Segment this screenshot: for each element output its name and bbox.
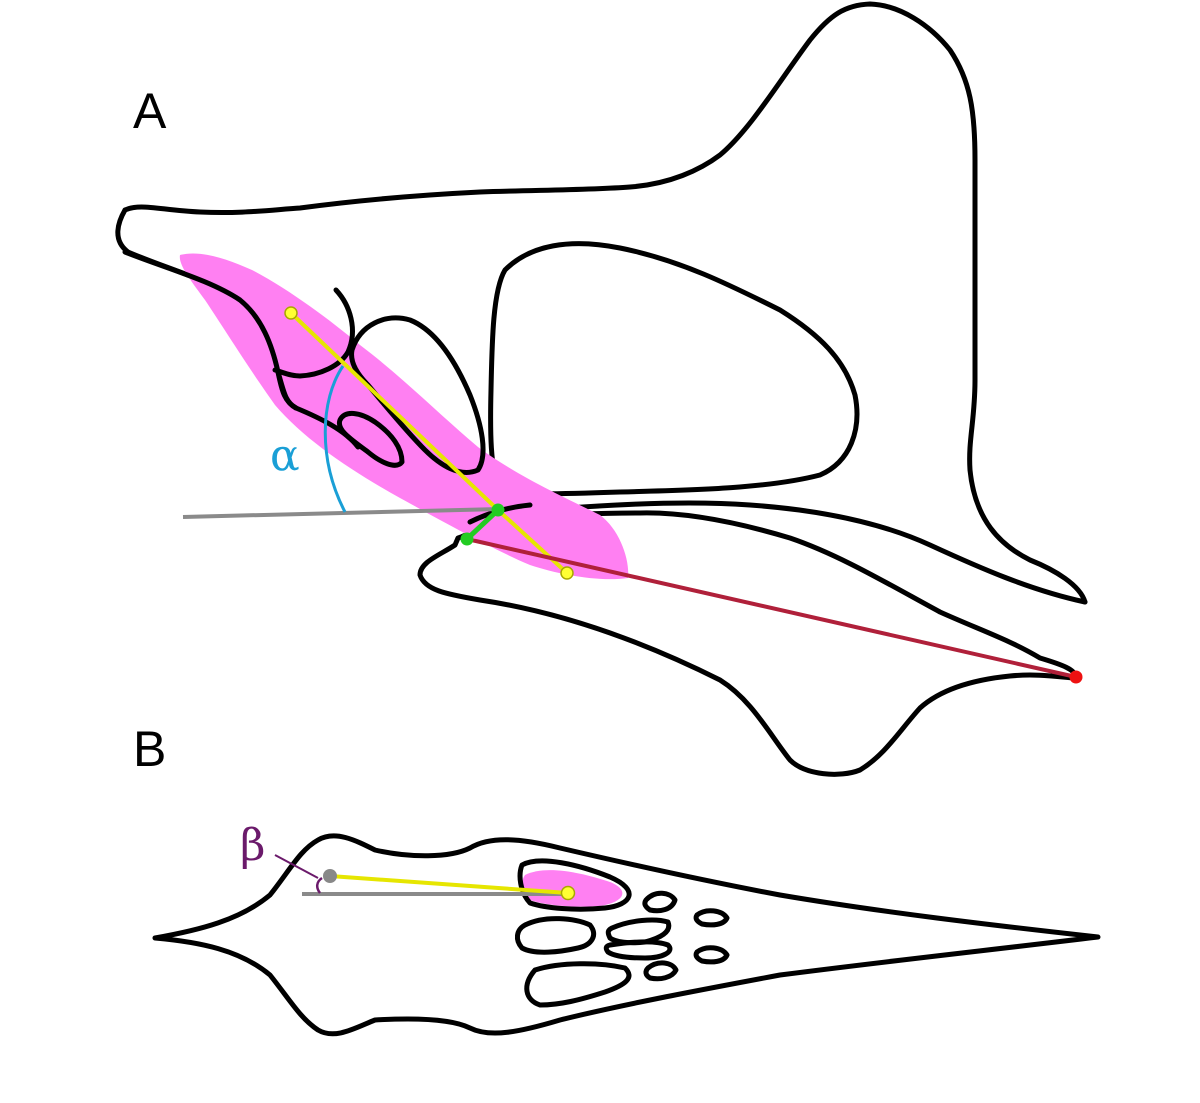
yellow-point-lower-a (560, 566, 574, 580)
orbit-opening (488, 241, 860, 497)
highlight-region-a (179, 253, 629, 580)
opening-mid-upper-b (605, 917, 672, 946)
alpha-angle-arc (323, 365, 347, 513)
opening-lower-left-b (524, 961, 632, 1008)
yellow-point-b (560, 885, 576, 901)
green-segment (465, 508, 500, 541)
panel-a: α A (115, 1, 1088, 777)
upper-jaw-line (497, 500, 1088, 605)
beta-angle-arc (316, 876, 323, 894)
grey-point-b (323, 869, 337, 883)
crest-outline (122, 1, 1088, 605)
naris-edge (275, 369, 361, 450)
opening-small-4-b (693, 945, 730, 965)
yellow-measure-line-a-lower (496, 508, 569, 575)
green-point-lower (460, 532, 474, 546)
horizontal-reference-line-a (182, 507, 501, 519)
panel-a-label: A (133, 83, 167, 139)
opening-left-b (515, 916, 596, 955)
opening-mid-lower-b (603, 939, 673, 961)
yellow-point-upper-a (284, 306, 298, 320)
nasal-curve (272, 287, 355, 379)
opening-small-2-b (643, 960, 679, 982)
alpha-label: α (270, 430, 300, 481)
panel-b-label: B (133, 721, 166, 777)
opening-small-1-b (642, 890, 678, 914)
red-length-line (466, 537, 1077, 679)
beta-pointer (274, 854, 319, 879)
skull-dorsal-outline (152, 833, 1101, 1037)
yellow-measure-line-b (329, 874, 569, 895)
green-point-upper (491, 503, 505, 517)
yellow-measure-line-a (289, 311, 500, 512)
panel-b: β B (133, 721, 1101, 1037)
red-point (1069, 670, 1083, 684)
beta-label: β (240, 820, 265, 871)
opening-small-3-b (693, 908, 730, 928)
